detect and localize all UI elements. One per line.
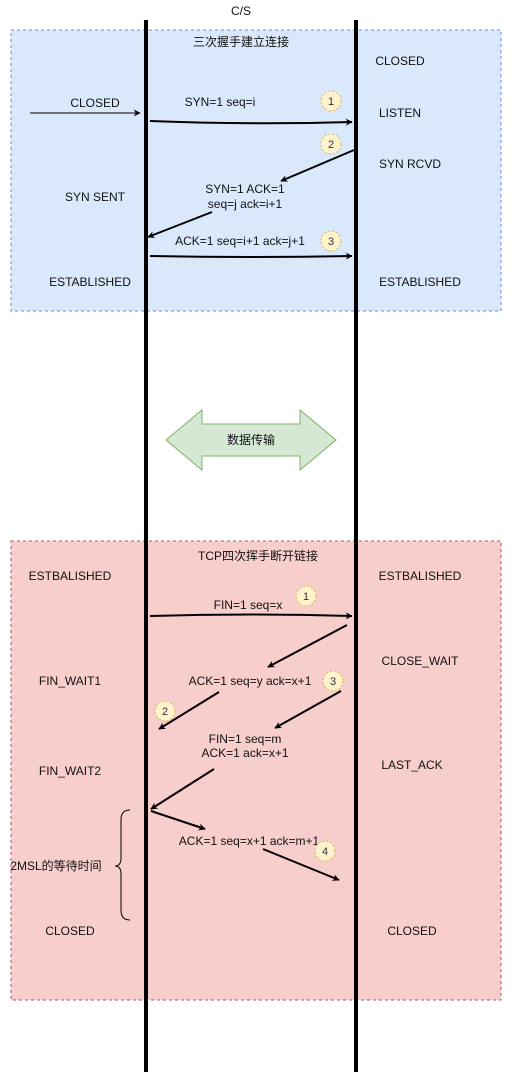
- client-state-estbalished: ESTBALISHED: [29, 569, 112, 583]
- svg-text:3: 3: [328, 236, 334, 248]
- handshake-step-marker-1: 1: [320, 90, 342, 112]
- teardown-msg4-label: ACK=1 seq=x+1 ack=m+1: [179, 834, 320, 848]
- server-state-estbalished: ESTBALISHED: [379, 569, 462, 583]
- handshake-msg3-label: ACK=1 seq=i+1 ack=j+1: [175, 234, 305, 248]
- data-transfer-arrow: [165, 408, 337, 472]
- teardown-section: [10, 540, 502, 1001]
- handshake-msg2-label-line1: SYN=1 ACK=1: [205, 182, 285, 196]
- client-state-established: ESTABLISHED: [49, 275, 131, 289]
- handshake-msg2-arrow-a: [280, 149, 355, 182]
- data-transfer-label: 数据传输: [227, 432, 275, 447]
- svg-text:4: 4: [322, 846, 328, 858]
- teardown-step-marker-2: 2: [154, 700, 176, 722]
- teardown-msg3-label-line1: FIN=1 seq=m: [209, 732, 282, 746]
- wait-time-brace: [114, 809, 131, 921]
- handshake-title: 三次握手建立连接: [193, 34, 289, 49]
- teardown-msg3-arrow-a: [274, 690, 342, 729]
- server-state-close-wait: CLOSE_WAIT: [382, 654, 460, 668]
- client-state-2msl-note: 2MSL的等待时间: [10, 858, 101, 873]
- teardown-msg4-arrow-b: [262, 848, 340, 881]
- svg-text:2: 2: [328, 139, 334, 151]
- server-state-syn-rcvd: SYN RCVD: [379, 157, 441, 171]
- teardown-step-marker-4: 4: [314, 840, 336, 862]
- server-state-established: ESTABLISHED: [379, 275, 461, 289]
- handshake-msg2-arrow-b: [147, 211, 213, 238]
- teardown-msg1-arrow: [149, 612, 353, 620]
- client-state-closed: CLOSED: [70, 96, 120, 110]
- server-state-closed: CLOSED: [375, 54, 425, 68]
- handshake-msg2-label-line2: seq=j ack=i+1: [208, 197, 283, 211]
- teardown-step-marker-3: 3: [322, 670, 344, 692]
- teardown-msg3-label-line2: ACK=1 ack=x+1: [201, 746, 288, 760]
- teardown-msg1-label: FIN=1 seq=x: [214, 598, 283, 612]
- server-state-listen: LISTEN: [379, 106, 421, 120]
- teardown-msg3-arrow-b: [150, 768, 215, 810]
- server-state-last-ack: LAST_ACK: [381, 758, 442, 772]
- teardown-msg2-arrow-b: [158, 691, 220, 730]
- handshake-msg1-label: SYN=1 seq=i: [185, 95, 256, 109]
- client-state-fin-wait2: FIN_WAIT2: [39, 764, 102, 778]
- svg-text:3: 3: [330, 676, 336, 688]
- client-state-fin-wait1: FIN_WAIT1: [39, 674, 102, 688]
- teardown-title: TCP四次挥手断开链接: [198, 548, 318, 563]
- teardown-step-marker-1: 1: [295, 585, 317, 607]
- handshake-step-marker-3: 3: [320, 230, 342, 252]
- client-state-closed-final: CLOSED: [45, 924, 95, 938]
- client-state-syn-sent: SYN SENT: [65, 190, 126, 204]
- teardown-msg4-arrow-a: [150, 810, 206, 831]
- handshake-msg3-arrow: [149, 252, 353, 260]
- teardown-msg2-label: ACK=1 seq=y ack=x+1: [189, 674, 312, 688]
- handshake-msg1-arrow: [149, 118, 353, 126]
- svg-text:1: 1: [303, 591, 309, 603]
- teardown-msg2-arrow-a: [267, 624, 348, 668]
- handshake-step-marker-2: 2: [320, 133, 342, 155]
- handshake-section: [10, 29, 502, 312]
- diagram-title: C/S: [231, 4, 251, 18]
- svg-text:2: 2: [162, 706, 168, 718]
- svg-text:1: 1: [328, 96, 334, 108]
- server-state-closed-final: CLOSED: [387, 924, 437, 938]
